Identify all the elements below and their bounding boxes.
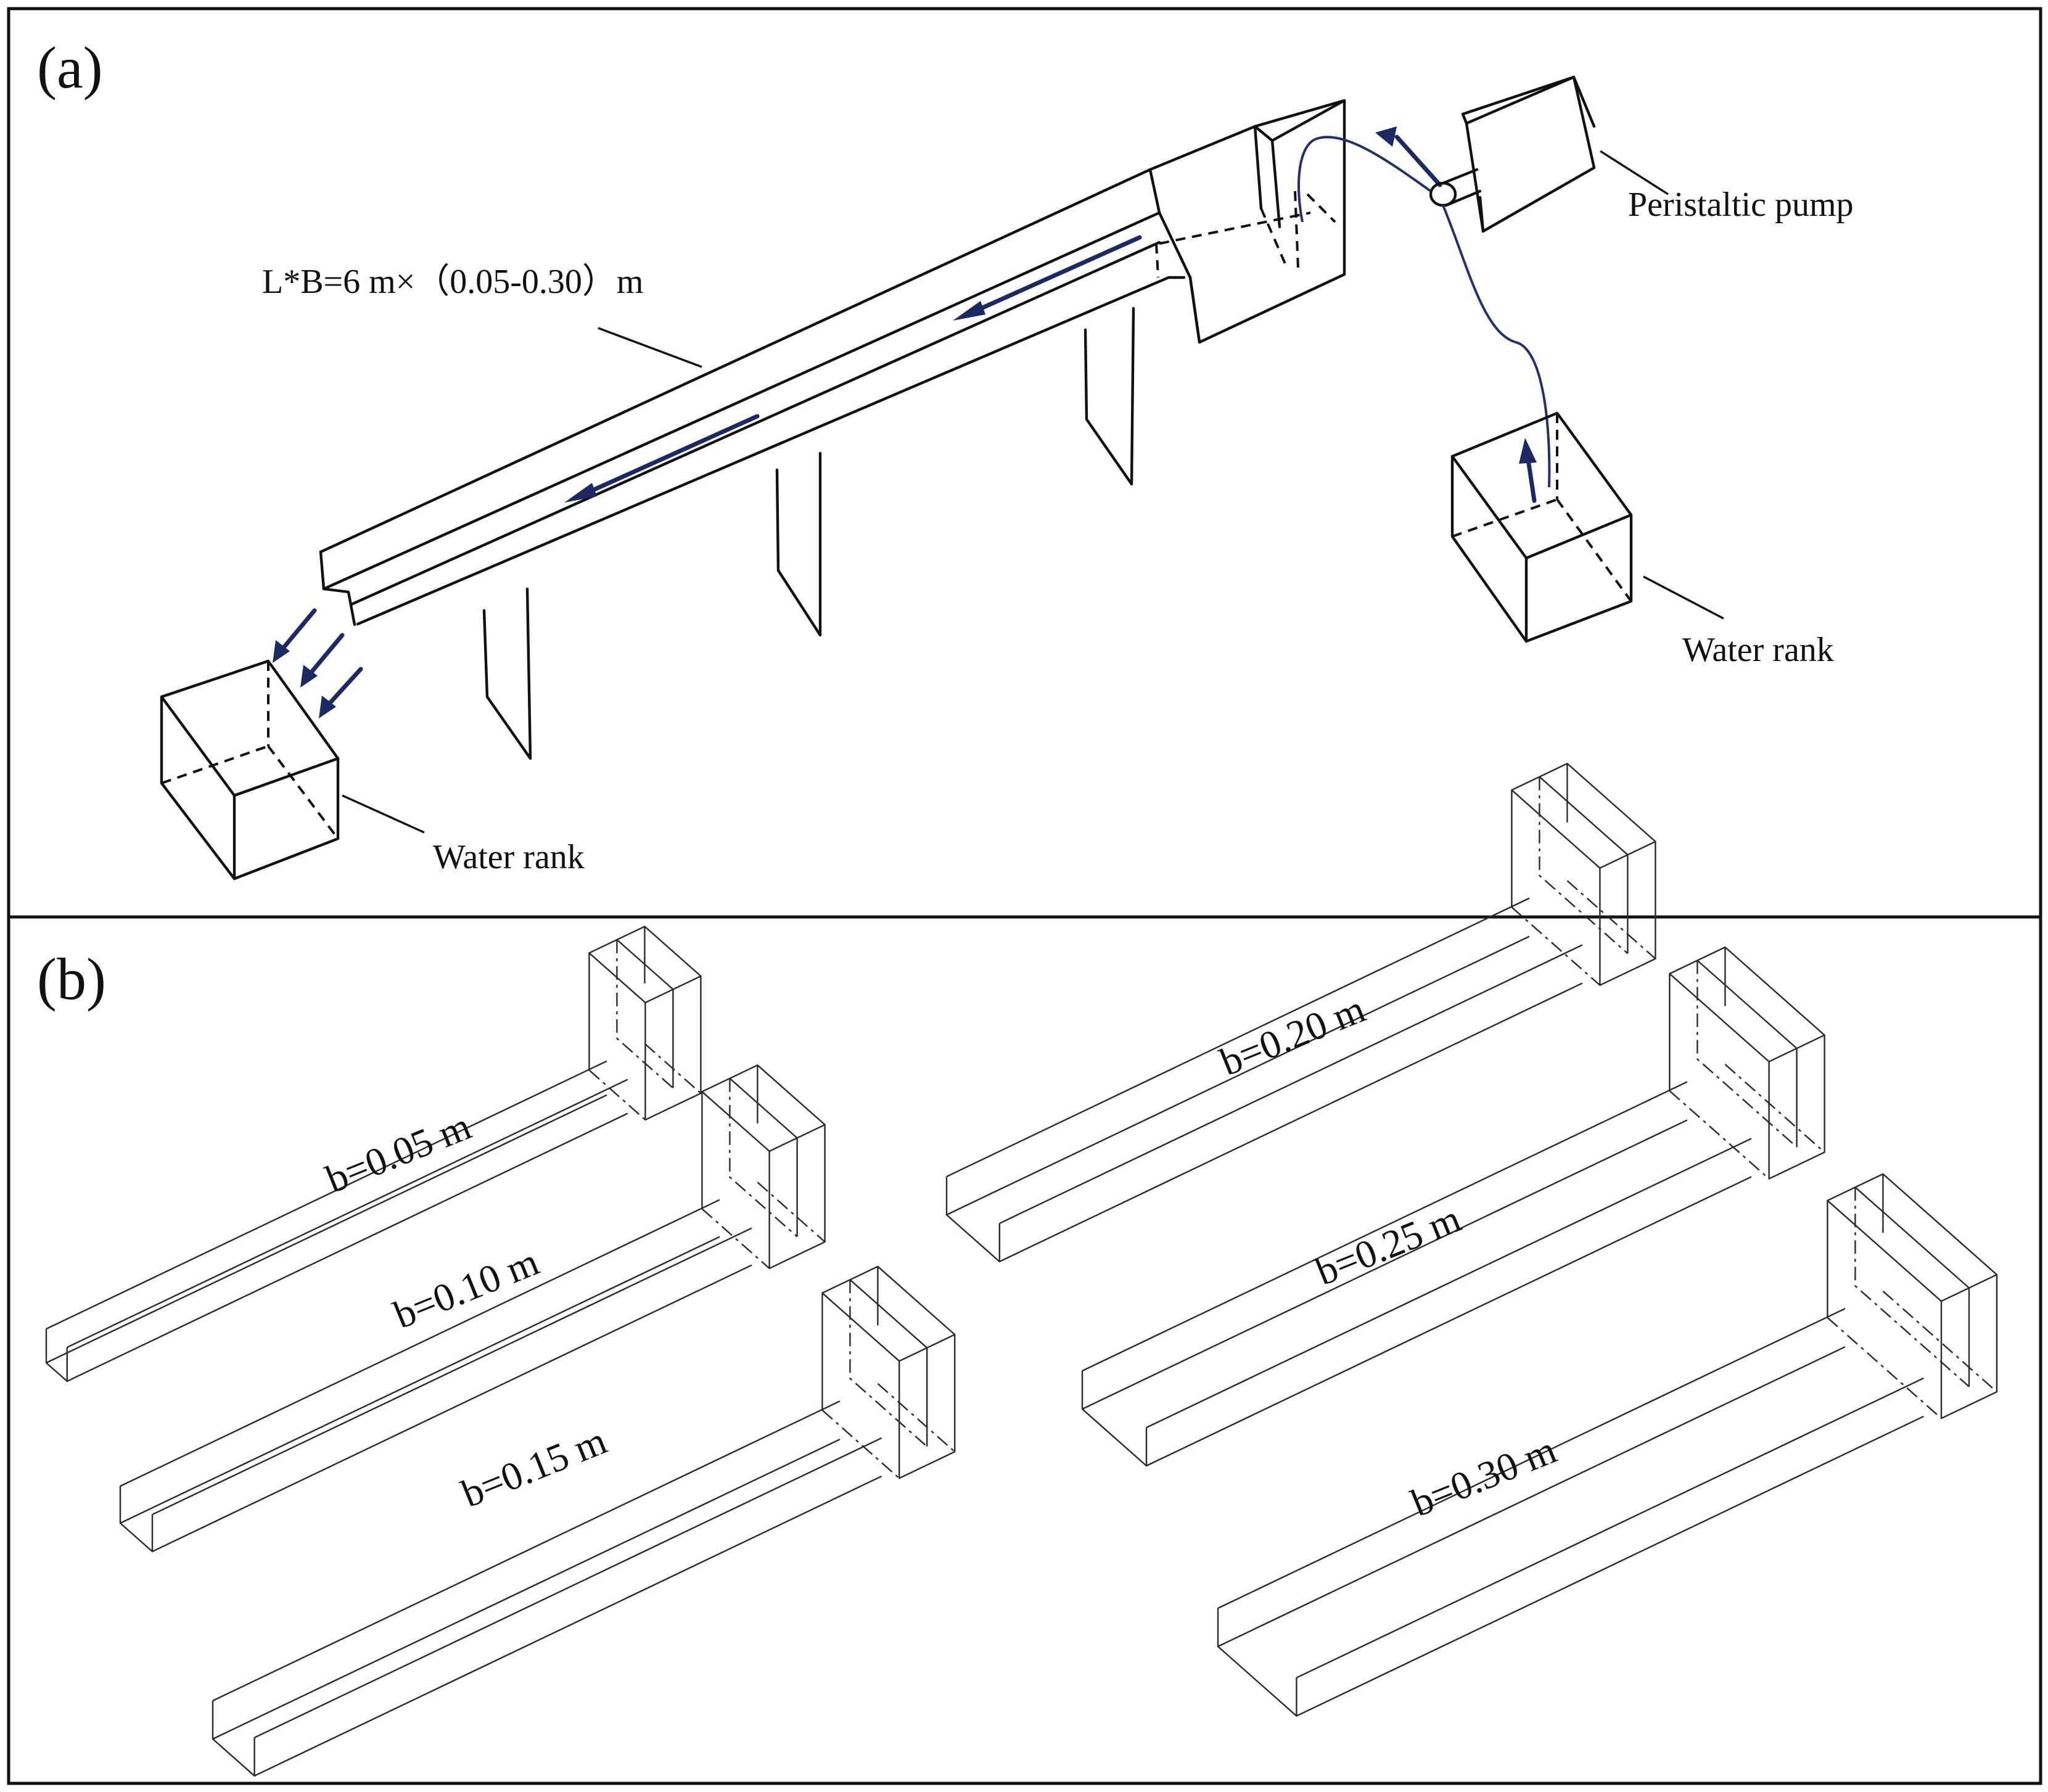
- channel-1-tank-hidden-1: [588, 1069, 646, 1120]
- channel-1-inlet-end: [45, 1329, 68, 1383]
- channel-label-b010: b=0.10 m: [388, 1239, 545, 1337]
- supply-pipes: [1297, 136, 1551, 488]
- channel-2-front-top: [152, 1227, 752, 1516]
- channel-6-front-top: [1296, 1377, 1924, 1679]
- channel-5-front-top: [1146, 1138, 1752, 1429]
- channel-6-tank-hidden-1: [1827, 1317, 1942, 1419]
- channel-1-back-bottom: [46, 1094, 607, 1364]
- water-tank-lower: [160, 659, 340, 881]
- channel-1-weir-hidden: [616, 939, 674, 1089]
- channel-1-front-top: [67, 1079, 628, 1348]
- channel-1-back-top: [46, 1060, 607, 1330]
- channel-drawings: [45, 762, 1998, 1777]
- channel-4-weir-plate: [1539, 776, 1629, 954]
- channel-3-front-top: [254, 1437, 882, 1738]
- channel-3-back-top: [212, 1400, 841, 1702]
- channel-3-tank-hidden-2: [877, 1383, 955, 1453]
- panel-b: (b) b=0.05 m b=0.10 m b=0.15 m b=0.20 m …: [7, 762, 2042, 1785]
- panel-b-frame: [7, 915, 2042, 1785]
- channel-3-front-bottom: [254, 1475, 882, 1777]
- pump-leader: [1600, 150, 1669, 195]
- channel-4-inlet-end: [945, 1177, 1001, 1263]
- channel-5-inlet-end: [1081, 1371, 1148, 1467]
- dimension-label: L*B=6 m×（0.05-0.30）m: [262, 263, 644, 301]
- channel-2-tank-hidden-1: [701, 1208, 770, 1269]
- channel-3-inlet-end: [212, 1701, 255, 1777]
- channel-6-back-bottom: [1217, 1346, 1846, 1648]
- channel-6-tank-hidden-2: [1882, 1290, 1997, 1392]
- panel-a: (a): [7, 7, 2042, 919]
- channel-2-inlet-end: [119, 1486, 154, 1553]
- channel-label-b030: b=0.30 m: [1405, 1428, 1563, 1525]
- channel-5-tank-hidden-2: [1724, 1064, 1825, 1153]
- channel-4-tank-hidden-1: [1511, 906, 1601, 986]
- channel-5-weir-hidden: [1696, 960, 1798, 1148]
- dimension-leader: [598, 327, 702, 368]
- channel-1-weir-plate: [616, 939, 674, 1088]
- channel-label-b005: b=0.05 m: [320, 1104, 477, 1201]
- flow-arrows: [273, 126, 1537, 718]
- channel-3-weir-hidden: [849, 1280, 927, 1447]
- channel-4-weir-hidden: [1539, 776, 1629, 955]
- channel-2-front-bottom: [152, 1264, 752, 1553]
- channel-2-tank-front: [768, 1124, 826, 1270]
- channel-3-tank-front: [898, 1334, 956, 1479]
- channel-2-weir-hidden: [729, 1078, 798, 1238]
- tank-lower-label: Water rank: [433, 838, 585, 876]
- pump-label: Peristaltic pump: [1628, 186, 1854, 224]
- channel-6-inlet-end: [1217, 1608, 1297, 1717]
- channel-label-b020: b=0.20 m: [1214, 987, 1372, 1084]
- channel-label-b015: b=0.15 m: [456, 1418, 613, 1516]
- flume-supports: [482, 306, 1135, 760]
- peristaltic-pump: [1429, 75, 1596, 233]
- tank-upper-leader: [1643, 575, 1724, 620]
- channel-4-front-bottom: [999, 982, 1583, 1262]
- flume-channel: [319, 99, 1346, 627]
- channel-5-back-bottom: [1082, 1119, 1688, 1410]
- panel-a-label: (a): [37, 35, 103, 101]
- channel-5-front-bottom: [1146, 1176, 1752, 1467]
- panel-a-frame: [7, 7, 2042, 919]
- channel-4-back-top: [946, 897, 1530, 1178]
- water-tank-upper: [1450, 411, 1633, 643]
- channel-2-back-top: [120, 1199, 720, 1487]
- channel-1-front-bottom: [67, 1112, 628, 1382]
- channel-5-back-top: [1082, 1081, 1688, 1372]
- channel-4-tank-front: [1599, 841, 1656, 986]
- channel-label-b025: b=0.25 m: [1310, 1196, 1467, 1294]
- tank-lower-leader: [342, 794, 425, 834]
- panel-b-label: (b): [37, 946, 106, 1012]
- channel-6-weir-hidden: [1854, 1187, 1970, 1387]
- channel-6-front-bottom: [1296, 1415, 1924, 1717]
- channel-6-tank-front: [1940, 1275, 1998, 1420]
- channel-2-weir-plate: [729, 1077, 798, 1237]
- channel-4-front-top: [999, 944, 1583, 1224]
- channel-5-weir-plate: [1696, 960, 1798, 1148]
- channel-2-tank-hidden-2: [757, 1182, 826, 1243]
- channel-4-back-bottom: [946, 935, 1530, 1216]
- channel-2-back-bottom: [120, 1236, 720, 1524]
- channel-4-tank-hidden-2: [1566, 880, 1656, 960]
- channel-6-weir-plate: [1854, 1186, 1970, 1387]
- channel-5-tank-front: [1768, 1035, 1825, 1180]
- channel-5-tank-hidden-1: [1669, 1090, 1770, 1180]
- channel-1-tank-front: [644, 976, 702, 1121]
- channel-3-weir-plate: [849, 1279, 928, 1447]
- tank-upper-label: Water rank: [1682, 631, 1834, 669]
- channel-6-back-top: [1217, 1308, 1846, 1609]
- channel-3-back-bottom: [212, 1439, 841, 1740]
- channel-3-tank-hidden-1: [821, 1409, 900, 1479]
